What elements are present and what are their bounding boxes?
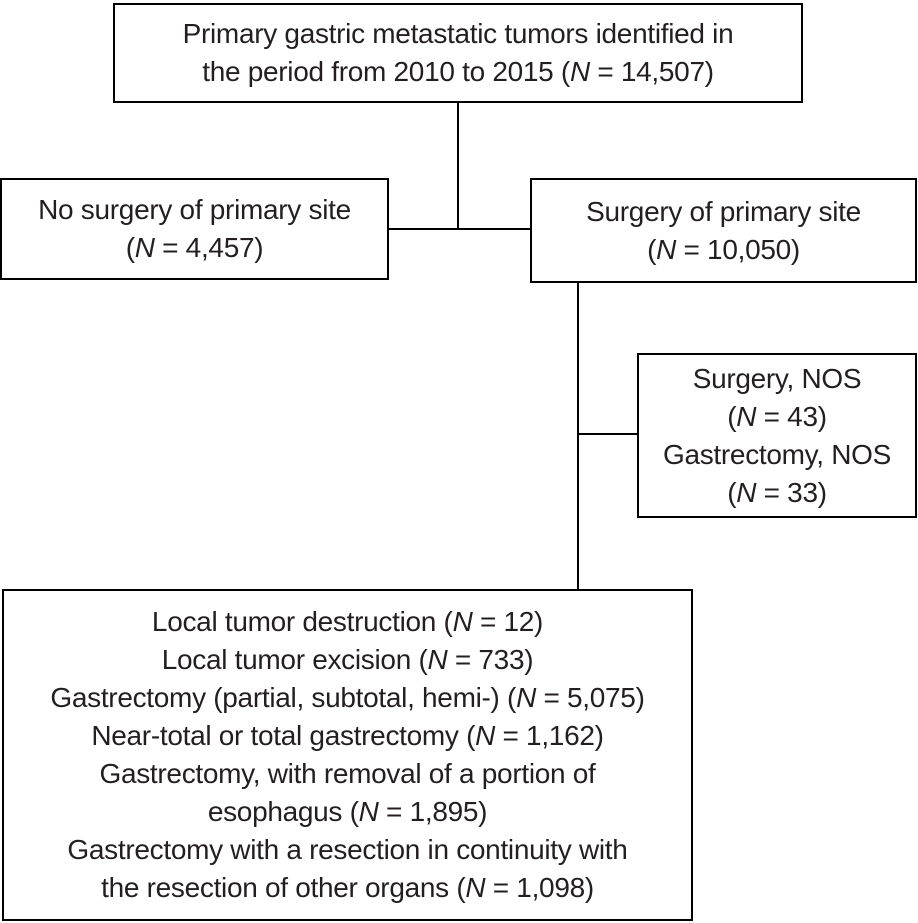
connector-surgery-to-procedures-line <box>577 283 579 589</box>
box-text-line: Gastrectomy with a resection in continui… <box>67 834 628 865</box>
box-text-line: (N = 4,457) <box>125 232 264 263</box>
box-text-line: the resection of other organs (N = 1,098… <box>101 872 594 903</box>
box-text-line: esophagus (N = 1,895) <box>207 796 488 827</box>
box-text-line: Near-total or total gastrectomy (N = 1,1… <box>91 720 604 751</box>
connector-primary-to-split-line <box>457 103 459 229</box>
box-primary-gastric-tumors: Primary gastric metastatic tumors identi… <box>113 3 803 103</box>
box-gastrectomy-procedures: Local tumor destruction (N = 12) Local tu… <box>2 589 693 921</box>
box-text-line: (N = 10,050) <box>647 233 800 265</box>
box-no-surgery-of-primary-site: No surgery of primary site (N = 4,457) <box>0 178 389 280</box>
box-text-line: Surgery, NOS <box>692 362 862 394</box>
box-text-line: Local tumor destruction (N = 12) <box>151 606 544 637</box>
box-text-line: No surgery of primary site <box>38 194 351 225</box>
box-text-line: Local tumor excision (N = 733) <box>161 644 534 675</box>
connector-branch-to-nos-line <box>579 433 637 435</box>
box-text-line: (N = 43) <box>727 400 827 432</box>
connector-no-surgery-to-surgery-line <box>389 228 530 230</box>
box-text-line: Surgery of primary site <box>586 195 861 227</box>
box-text-line: Gastrectomy, NOS <box>662 438 892 470</box>
box-text-line: Primary gastric metastatic tumors identi… <box>182 18 734 49</box>
box-surgery-nos-gastrectomy-nos: Surgery, NOS (N = 43) Gastrectomy, NOS (N =… <box>637 353 917 518</box>
box-text-line: Gastrectomy (partial, subtotal, hemi-) (… <box>50 682 645 713</box>
box-surgery-of-primary-site: Surgery of primary site (N = 10,050) <box>530 178 917 283</box>
box-text-line: the period from 2010 to 2015 (N = 14,507… <box>202 56 714 87</box>
box-text-line: Gastrectomy, with removal of a portion o… <box>99 758 596 789</box>
box-text-line: (N = 33) <box>727 476 827 508</box>
